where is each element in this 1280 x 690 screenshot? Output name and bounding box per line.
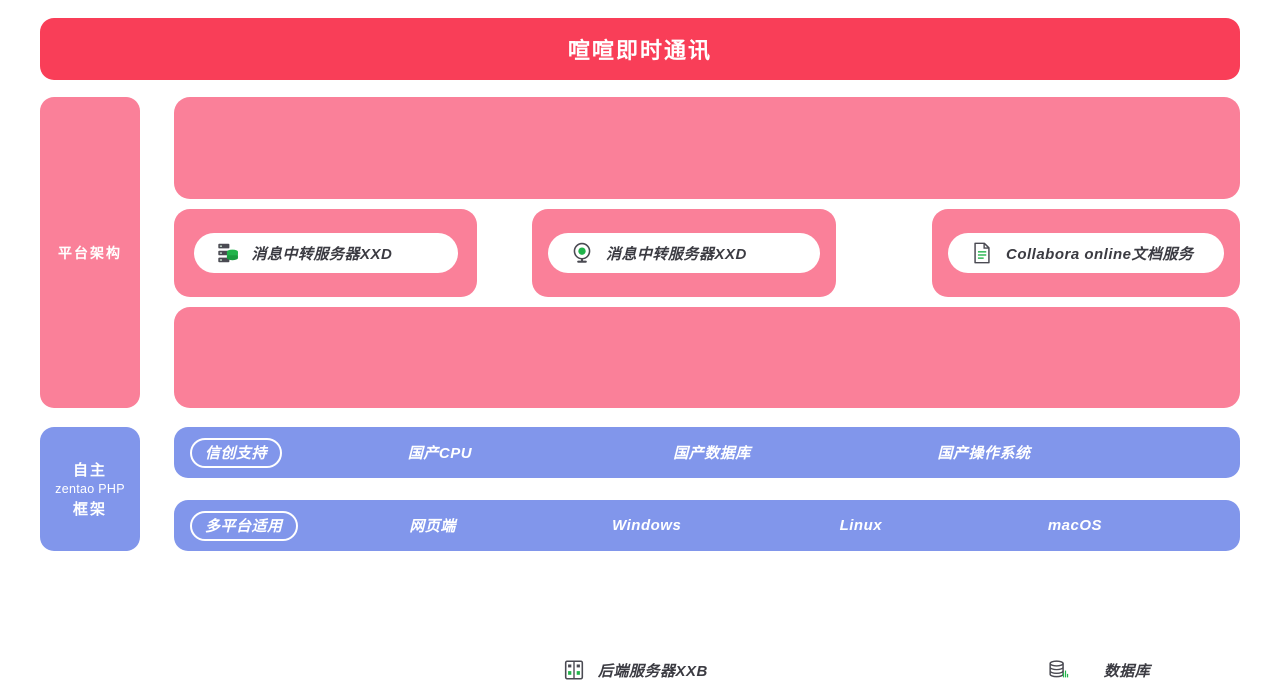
platform-item-windows: Windows: [612, 517, 682, 534]
database-icon: [1046, 658, 1070, 682]
support-row-xinchuang: 信创支持 国产CPU 国产数据库 国产操作系统: [174, 427, 1240, 478]
card-backend-server-label: 后端服务器XXB: [598, 662, 708, 680]
badge-xinchuang-support[interactable]: 信创支持: [190, 437, 283, 468]
panel-message-relay-a: 消息中转服务器XXD: [174, 209, 477, 297]
page-title-bar: 喧喧即时通讯: [40, 18, 1240, 80]
card-backend-server[interactable]: 后端服务器XXB: [540, 650, 768, 690]
card-message-relay-b-label: 消息中转服务器XXD: [606, 245, 747, 263]
support-item-cpu: 国产CPU: [407, 445, 473, 462]
support-row-platforms: 多平台适用 网页端 Windows Linux macOS: [174, 500, 1240, 551]
sidebar-framework-line2: zentao PHP: [55, 482, 125, 496]
card-collabora-online[interactable]: Collabora online文档服务: [948, 233, 1224, 273]
broadcast-icon: [570, 241, 594, 265]
platform-item-macos: macOS: [1047, 517, 1103, 534]
panel-document-service: Collabora online文档服务: [932, 209, 1240, 297]
document-icon: [970, 241, 994, 265]
page-title: 喧喧即时通讯: [567, 38, 712, 63]
sidebar-platform-architecture: 平台架构: [40, 97, 140, 408]
support-item-os: 国产操作系统: [937, 445, 1031, 462]
sidebar-framework: 自主 zentao PHP 框架: [40, 427, 140, 551]
architecture-diagram: 喧喧即时通讯 平台架构 自主 zentao PHP 框架 手机APP: [40, 18, 1240, 690]
badge-multiplatform-support[interactable]: 多平台适用: [190, 510, 298, 541]
sidebar-platform-label: 平台架构: [58, 244, 122, 261]
panel-client-layer: 手机APP 客户端XXC: [174, 97, 1240, 265]
card-database[interactable]: 数据库: [983, 650, 1213, 690]
badge-xinchuang-support-label: 信创支持: [205, 445, 268, 462]
card-collabora-online-label: Collabora online文档服务: [1006, 245, 1194, 263]
card-message-relay-server-xxd-b[interactable]: 消息中转服务器XXD: [548, 233, 820, 273]
support-item-database: 国产数据库: [673, 445, 751, 462]
card-message-relay-server-xxd-a[interactable]: 消息中转服务器XXD: [193, 233, 458, 273]
server-building-icon: [562, 658, 586, 682]
sidebar-framework-line1: 自主: [72, 462, 107, 479]
panel-backend-layer: 后端服务器XXB 数据库: [174, 307, 1240, 690]
platform-item-linux: Linux: [839, 517, 883, 534]
server-rack-icon: [216, 241, 240, 265]
support-row-xinchuang-items: 国产CPU 国产数据库 国产操作系统: [282, 442, 1240, 463]
card-database-label: 数据库: [1103, 662, 1151, 680]
card-message-relay-a-label: 消息中转服务器XXD: [251, 245, 393, 263]
platform-item-web: 网页端: [409, 518, 456, 535]
badge-multiplatform-support-label: 多平台适用: [205, 518, 283, 535]
panel-message-relay-b: 消息中转服务器XXD: [532, 209, 836, 297]
support-row-platforms-items: 网页端 Windows Linux macOS: [298, 515, 1240, 536]
sidebar-framework-line3: 框架: [72, 501, 107, 518]
